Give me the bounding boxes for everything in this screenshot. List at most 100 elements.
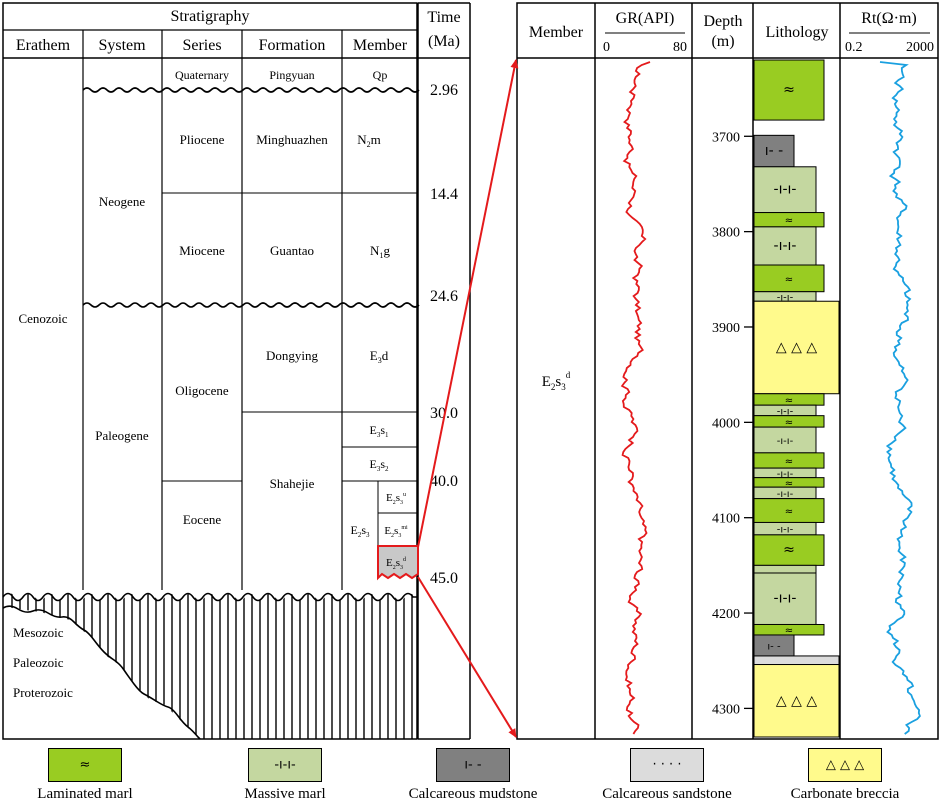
member-e2s3mi: E2s3mi	[384, 525, 408, 539]
rt-max: 2000	[906, 40, 934, 55]
depth-tick-label: 3800	[712, 226, 740, 241]
lithology-layer-breccia	[753, 664, 840, 738]
depth-tick-label: 4300	[712, 702, 740, 717]
legend-item-calcareous-sandstone: · · · · Calcareous sandstone	[572, 748, 762, 803]
header-gr: GR(API)	[616, 10, 675, 27]
member-e3s1: E3s1	[369, 423, 389, 439]
header-depth-1: Depth	[703, 13, 742, 30]
legend-swatch-laminated: ≈	[48, 748, 122, 782]
lithology-layer-massive	[753, 226, 817, 266]
series-oligocene: Oligocene	[175, 383, 229, 398]
series-pliocene: Pliocene	[180, 132, 225, 147]
lithology-layer-massive	[753, 426, 817, 454]
lithology-pattern-laminated: ≈	[785, 274, 793, 285]
lithology-pattern-massive: -ı-ı-	[777, 292, 794, 303]
unconformity-lines	[82, 87, 420, 308]
member-e3s2: E3s2	[369, 457, 389, 473]
lithology-pattern-massive: -ı-ı-	[777, 525, 794, 536]
legend-item-massive-marl: -ı-ı- Massive marl	[190, 748, 380, 803]
legend-swatch-mudstone: ı- -	[436, 748, 510, 782]
lithology-layer-laminated	[753, 534, 825, 566]
lithology-pattern-laminated: ≈	[785, 417, 793, 428]
member-labels: N2m N1g E3d E3s1 E3s2 E2s3 E2s3u E2s3mi …	[350, 132, 408, 571]
lithology-pattern-laminated: ≈	[785, 395, 793, 406]
lithology-pattern-massive: -ı-ı-	[774, 591, 797, 607]
age-40-0: 40.0	[430, 473, 458, 490]
zoom-arrow-top	[417, 59, 519, 548]
legend-item-carbonate-breccia: △ △ △ Carbonate breccia	[750, 748, 940, 803]
lithology-pattern-laminated: ≈	[783, 542, 795, 558]
series-eocene: Eocene	[183, 512, 221, 527]
time-header-1: Time	[427, 9, 460, 26]
age-24-6: 24.6	[430, 288, 458, 305]
lithology-pattern-massive: -ı-ı-	[777, 406, 794, 417]
pre-cenozoic-basement	[5, 592, 417, 739]
depth-tick-label: 4100	[712, 512, 740, 527]
lithology-layer-breccia	[753, 300, 840, 395]
erathem-paleozoic: Paleozoic	[13, 655, 64, 670]
member-e2s3d: E2s3d	[386, 557, 406, 571]
gr-max: 80	[673, 40, 687, 55]
header-lithology: Lithology	[765, 24, 828, 41]
col-erathem: Erathem	[16, 37, 71, 54]
lithology-column: ≈ı- --ı-ı-≈-ı-ı-≈-ı-ı-△ △ △≈-ı-ı-≈-ı-ı-≈…	[753, 59, 840, 738]
header-rt: Rt(Ω·m)	[861, 10, 916, 27]
erathem-proterozoic: Proterozoic	[13, 685, 73, 700]
lithology-layer-massive	[753, 572, 817, 625]
member-n2m: N2m	[357, 132, 381, 149]
lithology-layer-sandstone	[753, 655, 840, 666]
member-e3d: E3d	[370, 348, 389, 365]
lithology-pattern-laminated: ≈	[783, 82, 795, 98]
formation-shahejie: Shahejie	[270, 476, 315, 491]
zoom-arrow-bottom	[417, 576, 517, 738]
legend-swatch-sandstone: · · · ·	[630, 748, 704, 782]
gr-curve	[620, 61, 651, 735]
lithology-pattern-laminated: ≈	[785, 626, 793, 637]
lithology-pattern-massive: -ı-ı-	[777, 436, 794, 447]
lithology-pattern-massive: -ı-ı-	[774, 182, 797, 198]
system-paleogene: Paleogene	[95, 428, 149, 443]
lithology-layer-laminated	[753, 264, 825, 293]
depth-tick-label: 3900	[712, 321, 740, 336]
lithology-pattern-massive: -ı-ı-	[777, 469, 794, 480]
lithology-layer-mudstone	[753, 134, 795, 168]
log-member-label: E2s3d	[542, 370, 571, 392]
series-miocene: Miocene	[179, 243, 225, 258]
erathem-mesozoic: Mesozoic	[13, 625, 64, 640]
legend: ≈ Laminated marl -ı-ı- Massive marl ı- -…	[0, 748, 941, 806]
lithology-pattern-laminated: ≈	[785, 456, 793, 467]
col-member: Member	[353, 37, 408, 54]
rt-min: 0.2	[845, 40, 863, 55]
gr-min: 0	[603, 40, 610, 55]
lithology-pattern-laminated: ≈	[785, 478, 793, 489]
lithology-pattern-mudstone: ı- -	[767, 641, 781, 652]
col-system: System	[98, 37, 146, 54]
age-2-96: 2.96	[430, 82, 458, 99]
member-qp: Qp	[373, 68, 388, 82]
legend-item-calcareous-mudstone: ı- - Calcareous mudstone	[378, 748, 568, 803]
member-e2s3d-cell[interactable]	[377, 545, 419, 581]
header-depth-2: (m)	[711, 33, 734, 50]
basement-unconformity	[2, 592, 417, 602]
age-45-0: 45.0	[430, 570, 458, 587]
erathem-cenozoic: Cenozoic	[18, 311, 67, 326]
lithology-pattern-breccia: △ △ △	[776, 339, 817, 355]
lithology-pattern-massive: -ı-ı-	[777, 489, 794, 500]
lithology-pattern-laminated: ≈	[785, 216, 793, 227]
legend-swatch-breccia: △ △ △	[808, 748, 882, 782]
system-neogene: Neogene	[99, 194, 145, 209]
lithology-pattern-breccia: △ △ △	[776, 693, 817, 709]
age-14-4: 14.4	[430, 186, 458, 203]
legend-swatch-massive: -ı-ı-	[248, 748, 322, 782]
rt-curve	[879, 61, 921, 735]
lithology-layer-massive	[753, 564, 817, 574]
series-quaternary: Quaternary	[175, 68, 229, 82]
col-series: Series	[182, 37, 221, 54]
lithology-pattern-mudstone: ı- -	[765, 143, 783, 159]
depth-tick-label: 3700	[712, 130, 740, 145]
depth-tick-label: 4200	[712, 607, 740, 622]
lithology-pattern-laminated: ≈	[785, 507, 793, 518]
well-log-table	[516, 2, 939, 740]
